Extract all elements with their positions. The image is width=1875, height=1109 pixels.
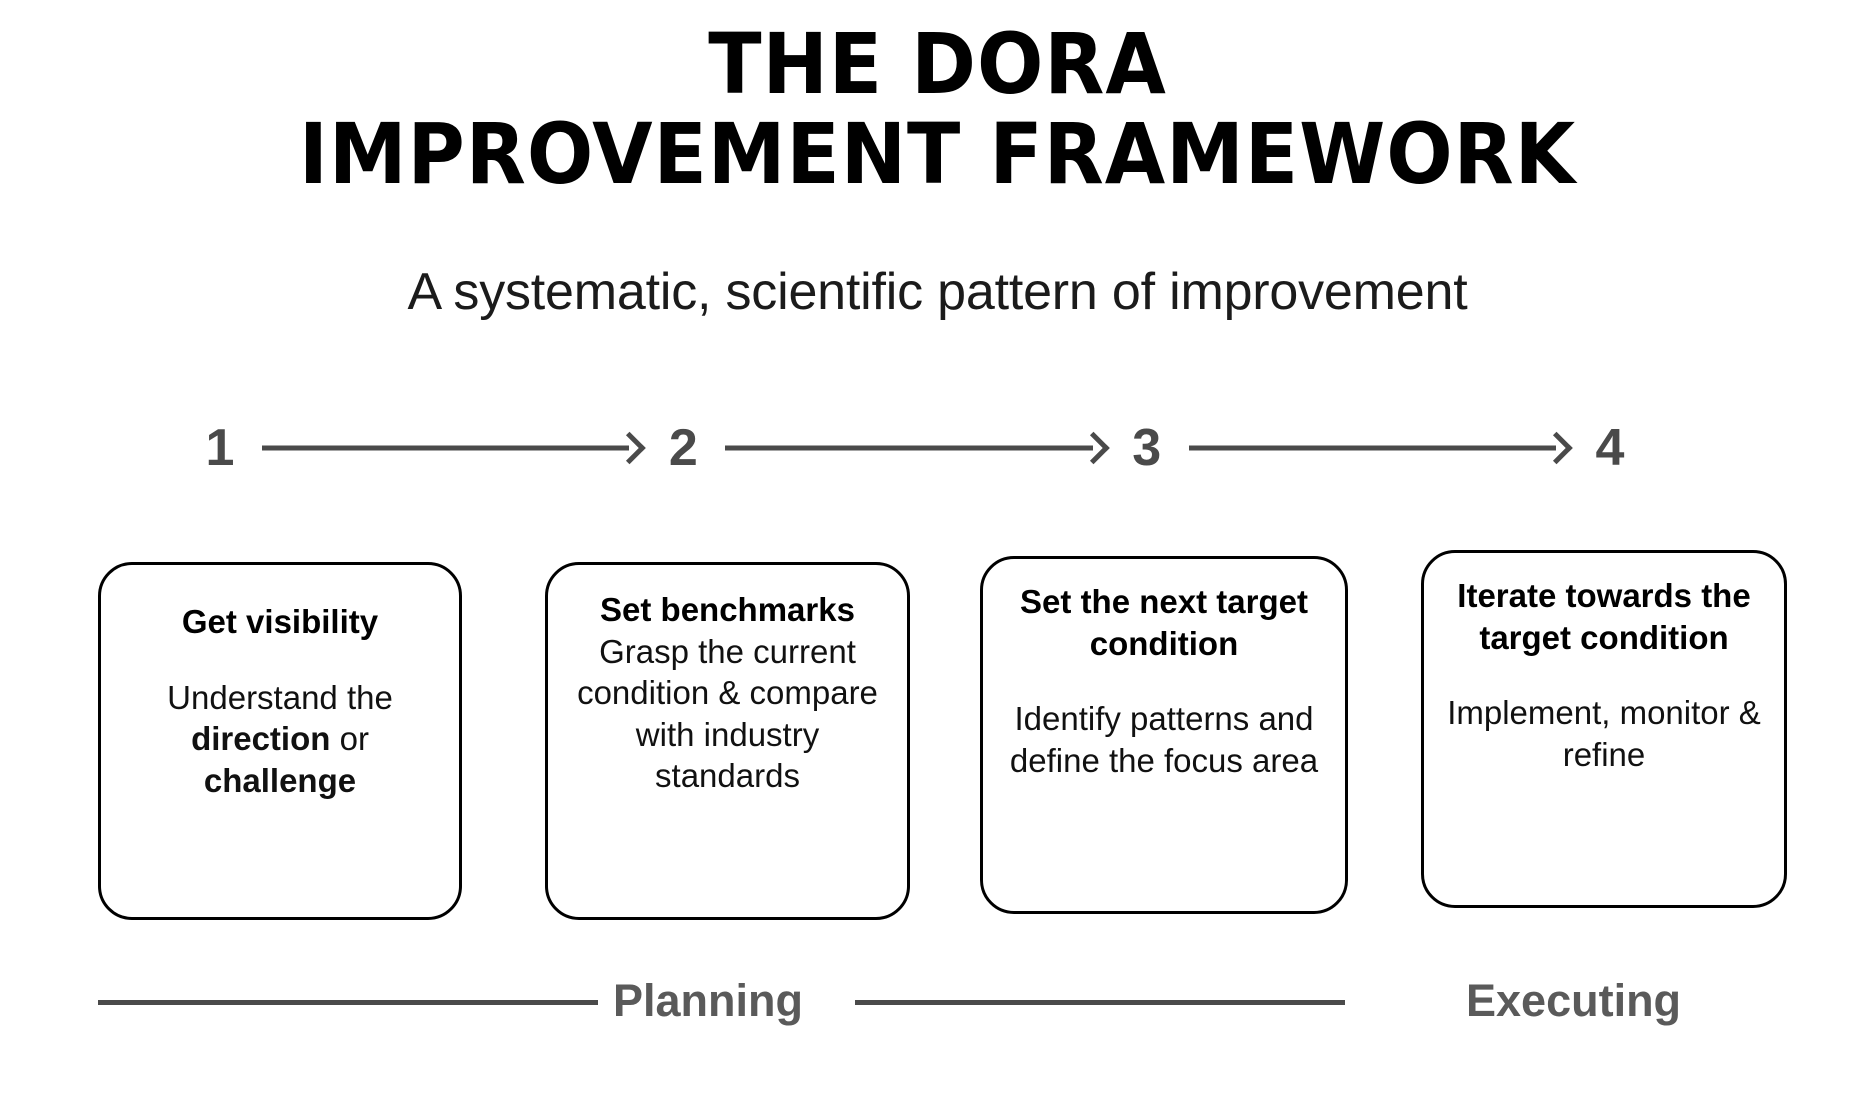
arrow-shaft	[262, 445, 630, 451]
phase-bar: Planning Executing	[0, 978, 1875, 1048]
body-text-bold-challenge: challenge	[203, 761, 357, 799]
step-card-1: Get visibility Understand the direction …	[98, 562, 462, 920]
phase-line-right	[855, 1000, 1345, 1005]
step-number-1: 1	[205, 419, 235, 477]
phase-label-executing: Executing	[1466, 975, 1682, 1026]
main-title: THE DORA IMPROVEMENT FRAMEWORK	[66, 19, 1810, 203]
arrow-head-icon	[1540, 431, 1573, 465]
step-card-3-body: Identify patterns and define the focus a…	[1009, 700, 1319, 779]
body-text-prefix: Understand the	[167, 678, 393, 716]
phase-line-left	[98, 1000, 598, 1005]
step-cards: Get visibility Understand the direction …	[0, 550, 1875, 920]
step-number-3: 3	[1132, 419, 1162, 477]
arrow-shaft	[725, 445, 1093, 451]
step-card-3: Set the next target condition Identify p…	[980, 556, 1348, 914]
page-title: THE DORA IMPROVEMENT FRAMEWORK	[0, 19, 1875, 203]
step-card-2: Set benchmarks Grasp the current conditi…	[545, 562, 910, 920]
step-card-3-title: Set the next target condition	[1020, 583, 1308, 662]
step-sequence: 1 2 3 4	[200, 415, 1630, 481]
spacer	[999, 664, 1329, 698]
subtitle: A systematic, scientific pattern of impr…	[407, 263, 1468, 321]
step-number-4: 4	[1595, 419, 1625, 477]
step-card-1-title: Get visibility	[181, 603, 379, 640]
spacer	[117, 643, 443, 677]
arrow-head-icon	[1076, 431, 1110, 465]
step-card-2-title: Set benchmarks	[600, 591, 855, 628]
arrow-shaft	[1188, 445, 1556, 451]
arrow-head-icon	[613, 431, 647, 465]
main-title-line-1: THE DORA	[708, 15, 1167, 113]
arrow-1-to-2	[262, 431, 647, 465]
step-card-4-body: Implement, monitor & refine	[1447, 694, 1761, 773]
step-card-4-title: Iterate towards the target condition	[1457, 577, 1751, 656]
step-card-1-body: Understand the direction or challenge	[117, 677, 443, 802]
step-card-4: Iterate towards the target condition Imp…	[1421, 550, 1787, 908]
body-text-bold-direction: direction	[191, 720, 331, 758]
step-card-2-body: Grasp the current condition & compare wi…	[577, 632, 878, 795]
spacer	[1440, 658, 1768, 692]
step-number-2: 2	[668, 419, 698, 477]
main-title-line-2: IMPROVEMENT FRAMEWORK	[298, 104, 1577, 203]
body-text-mid: or	[330, 720, 369, 758]
phase-label-planning: Planning	[613, 975, 803, 1026]
arrow-2-to-3	[725, 431, 1110, 465]
arrow-3-to-4	[1188, 431, 1573, 465]
